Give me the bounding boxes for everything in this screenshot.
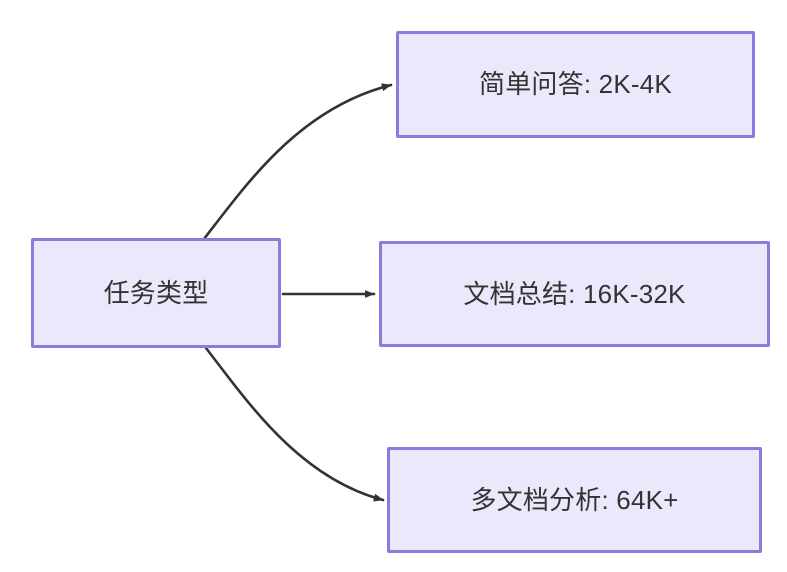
node-doc-summary-label: 文档总结: 16K-32K <box>463 278 686 309</box>
node-task-type-label: 任务类型 <box>103 277 209 308</box>
node-task-type[interactable]: 任务类型 <box>31 238 281 348</box>
edge-root-simple-qa <box>202 83 393 241</box>
node-multi-doc[interactable]: 多文档分析: 64K+ <box>387 447 762 553</box>
node-multi-doc-label: 多文档分析: 64K+ <box>470 484 679 515</box>
node-doc-summary[interactable]: 文档总结: 16K-32K <box>379 241 770 347</box>
edge-root-multi-doc <box>204 346 385 502</box>
node-simple-qa[interactable]: 简单问答: 2K-4K <box>396 31 755 138</box>
node-simple-qa-label: 简单问答: 2K-4K <box>479 69 672 100</box>
